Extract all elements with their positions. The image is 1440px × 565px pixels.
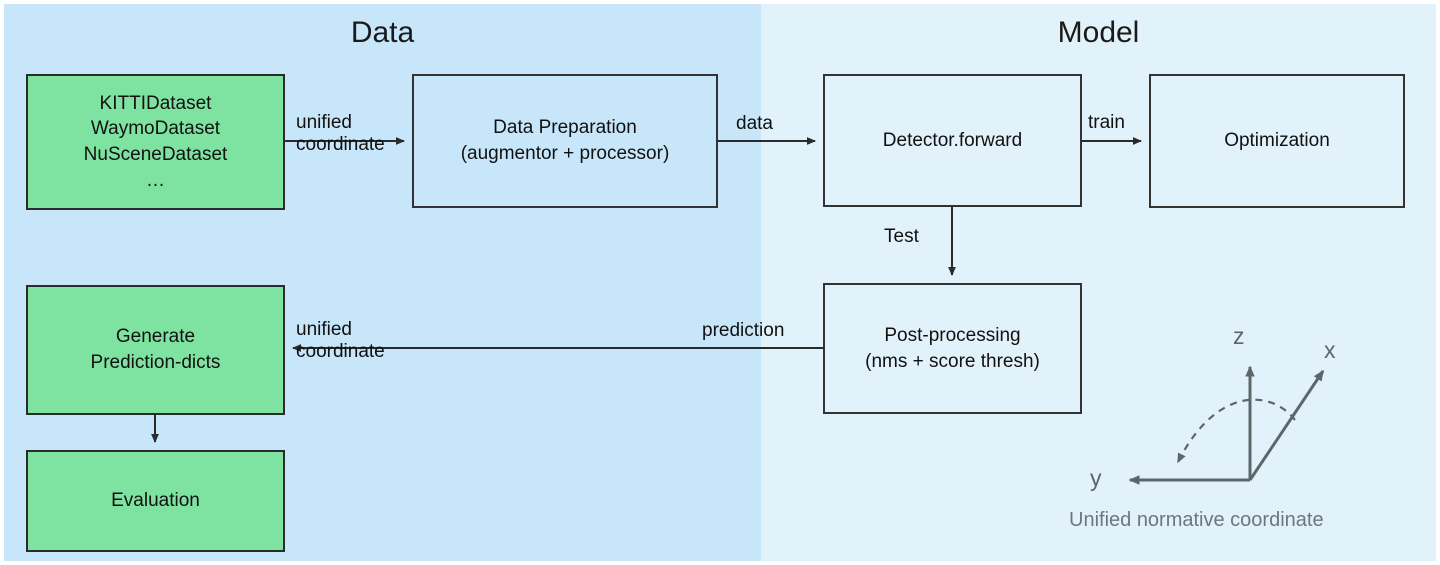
edge-label-unified-coordinate-top: unified coordinate	[296, 112, 385, 156]
node-data-preparation-label: Data Preparation (augmentor + processor)	[455, 115, 676, 166]
dataset-line-kitti: KITTIDataset	[99, 92, 212, 114]
node-evaluation-label: Evaluation	[111, 490, 200, 512]
edge-label-train: train	[1088, 112, 1125, 133]
dataset-line-nuscene: NuSceneDataset	[83, 144, 228, 165]
dataset-line-ellipsis: …	[146, 169, 165, 191]
data-preparation-title: Data Preparation	[493, 117, 637, 139]
panel-data-title: Data	[350, 16, 415, 49]
node-datasets-label: KITTIDataset WaymoDataset NuSceneDataset…	[78, 91, 234, 194]
post-processing-subtitle: (nms + score thresh)	[865, 350, 1040, 372]
node-generate-prediction-dicts[interactable]: Generate Prediction-dicts	[26, 285, 285, 415]
edge-label-data: data	[736, 113, 773, 134]
edge-label-coordinate-1: coordinate	[296, 133, 385, 155]
edge-label-unified-coordinate-bottom: unified coordinate	[296, 319, 385, 363]
node-optimization-label: Optimization	[1224, 130, 1330, 152]
axis-label-x: x	[1324, 337, 1336, 363]
node-evaluation[interactable]: Evaluation	[26, 450, 285, 552]
axis-label-z: z	[1233, 323, 1245, 349]
coordinate-frame-caption: Unified normative coordinate	[1069, 509, 1324, 531]
generate-line-1: Generate	[115, 326, 196, 348]
axis-label-y: y	[1090, 465, 1102, 491]
node-datasets[interactable]: KITTIDataset WaymoDataset NuSceneDataset…	[26, 74, 285, 210]
dataset-line-waymo: WaymoDataset	[90, 118, 221, 140]
node-data-preparation[interactable]: Data Preparation (augmentor + processor)	[412, 74, 718, 208]
generate-line-2: Prediction-dicts	[90, 352, 221, 373]
node-post-processing-label: Post-processing (nms + score thresh)	[859, 323, 1046, 374]
node-detector-forward[interactable]: Detector.forward	[823, 74, 1082, 207]
node-detector-forward-label: Detector.forward	[882, 129, 1023, 151]
edge-label-unified-2: unified	[296, 319, 352, 340]
data-preparation-subtitle: (augmentor + processor)	[460, 143, 670, 164]
edge-label-unified-1: unified	[296, 112, 352, 133]
edge-label-test: Test	[884, 226, 919, 247]
node-optimization[interactable]: Optimization	[1149, 74, 1405, 208]
panel-model-title: Model	[1057, 16, 1140, 49]
node-post-processing[interactable]: Post-processing (nms + score thresh)	[823, 283, 1082, 414]
post-processing-title: Post-processing	[884, 324, 1021, 346]
edge-label-coordinate-2: coordinate	[296, 340, 385, 362]
node-generate-prediction-dicts-label: Generate Prediction-dicts	[85, 324, 227, 375]
edge-label-prediction: prediction	[702, 320, 785, 341]
